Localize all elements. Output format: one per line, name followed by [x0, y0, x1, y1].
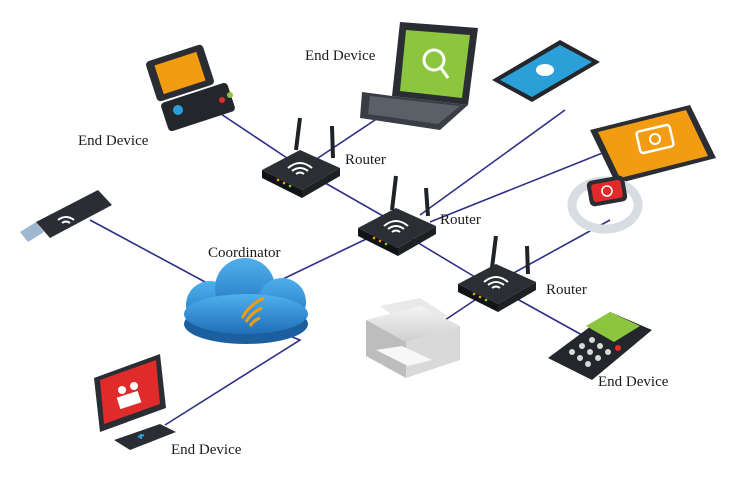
label-coordinator: Coordinator [208, 245, 281, 261]
router-top [262, 117, 340, 198]
link-console-router1 [214, 109, 291, 161]
label-router-middle: Router [440, 212, 481, 228]
coordinator-cloud [184, 258, 308, 344]
payment-terminal-device [548, 312, 652, 380]
link-tablet-router2 [429, 149, 611, 223]
link-usb-coordinator [89, 219, 221, 291]
router-middle [358, 175, 436, 256]
label-router-right: Router [546, 282, 587, 298]
link-router1-router2 [319, 179, 391, 221]
tablet-device [590, 105, 716, 184]
router-right [458, 235, 536, 312]
label-router-top: Router [345, 152, 386, 168]
label-end-device-tv: End Device [171, 442, 242, 458]
monitor-device [94, 354, 176, 450]
wifi-icon [240, 296, 265, 327]
label-end-device-pos: End Device [598, 374, 669, 390]
laptop-device [360, 22, 478, 130]
game-console-device [146, 44, 235, 132]
smartphone-device [492, 40, 600, 102]
usb-dongle-device [20, 190, 112, 242]
smartwatch-device [567, 175, 643, 234]
link-phone-router2 [419, 109, 566, 216]
label-end-device-laptop: End Device [305, 48, 376, 64]
label-end-device-console: End Device [78, 133, 149, 149]
printer-device [366, 298, 460, 378]
